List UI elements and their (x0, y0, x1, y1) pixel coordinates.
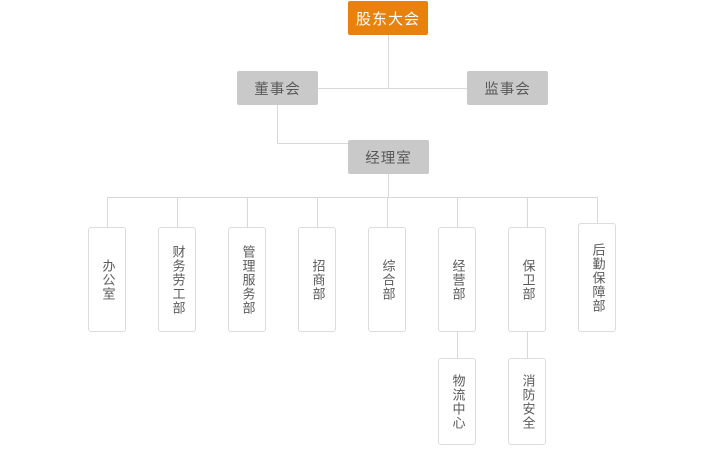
node-department-8[interactable]: 后勤保障部 (578, 223, 616, 332)
node-department-7[interactable]: 保卫部 (508, 227, 546, 332)
node-sub-department-2[interactable]: 消防安全 (508, 358, 546, 445)
node-managers-office[interactable]: 经理室 (348, 140, 429, 174)
node-department-3[interactable]: 管理服务部 (228, 227, 266, 332)
node-board-of-directors[interactable]: 董事会 (237, 71, 318, 105)
node-department-1[interactable]: 办公室 (88, 227, 126, 332)
node-department-5[interactable]: 综合部 (368, 227, 406, 332)
node-department-4[interactable]: 招商部 (298, 227, 336, 332)
node-sub-department-1[interactable]: 物流中心 (438, 358, 476, 445)
node-department-6[interactable]: 经营部 (438, 227, 476, 332)
node-supervisory-board[interactable]: 监事会 (467, 71, 548, 105)
node-department-2[interactable]: 财务劳工部 (158, 227, 196, 332)
node-shareholders-meeting[interactable]: 股东大会 (348, 1, 428, 35)
